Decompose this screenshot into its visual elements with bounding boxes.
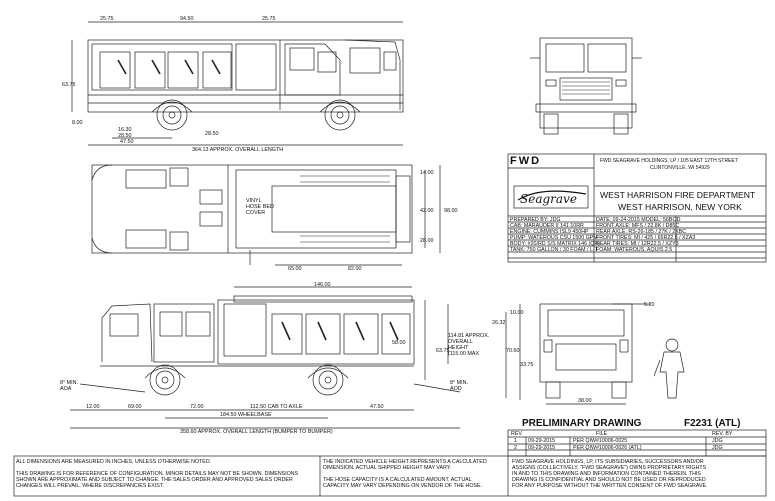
dim-label: 8.00 bbox=[72, 120, 83, 126]
spec-rear-tires: REAR TIRES: MI / 12R22.5 / XZY3 bbox=[596, 240, 679, 247]
dim-label: 58.00 bbox=[392, 340, 406, 346]
angle-of-approach-label: 8° MIN. AOA bbox=[60, 380, 79, 392]
spec-engine: ENGINE: CUMMINS ISL9 450HP bbox=[510, 228, 589, 235]
dim-label: 364.13 APPROX. OVERALL LENGTH bbox=[192, 147, 284, 153]
note-line: DRAWING IS CONFIDENTIAL AND SHOULD NOT B… bbox=[512, 477, 706, 483]
dim-label: 70.60 bbox=[506, 348, 520, 354]
note-line: CAPACITY MAY VARY DEPENDING ON VENDOR OF… bbox=[323, 483, 483, 489]
rev-1-by: JDG bbox=[712, 438, 723, 444]
dim-label: 94.50 bbox=[180, 16, 194, 22]
dim-label: 112.50 CAB TO AXLE bbox=[250, 404, 303, 410]
dim-label: 25.75 bbox=[262, 16, 276, 22]
dim-label: 12.00 bbox=[86, 404, 100, 410]
dim-label: 63.75 bbox=[62, 82, 76, 88]
dim-label: 82.00 bbox=[348, 266, 362, 272]
dim-label: 16.30 bbox=[118, 127, 132, 133]
dim-label: 47.50 bbox=[120, 139, 134, 145]
rev-header-by: REV. BY bbox=[712, 431, 733, 437]
side-view-bottom bbox=[70, 286, 461, 429]
rev-2-num: 2 bbox=[514, 444, 517, 451]
dim-label: 26.32 bbox=[492, 320, 506, 326]
note-line: IN AND TO THIS DRAWING AND INFORMATION C… bbox=[512, 471, 701, 477]
drawing-number: F2231 (ATL) bbox=[684, 418, 741, 429]
rev-1-num: 1 bbox=[514, 438, 517, 444]
note-line: ASSIGNS (COLLECTIVELY, "FWD SEAGRAVE") O… bbox=[512, 465, 707, 471]
note-line: FWD SEAGRAVE HOLDINGS, LP, ITS SUBSIDIAR… bbox=[512, 459, 704, 465]
dim-label: 28.50 bbox=[118, 133, 132, 139]
spec-rear-axle: REAR AXLE: RS-26-185 / 27K / 2KBC bbox=[596, 228, 687, 235]
note-line: THIS DRAWING IS FOR REFERENCE OF CONFIGU… bbox=[16, 471, 299, 477]
spec-tank: TANK: 750 GALLON / 30 FOAM / L-T bbox=[510, 246, 598, 253]
note-line: SHOWN ARE APPROXIMATE AND SUBJECT TO CHA… bbox=[16, 477, 293, 483]
dim-label: 42.00 bbox=[420, 208, 434, 214]
dim-label: 33.75 bbox=[520, 362, 534, 368]
fwd-logo-text: FWD bbox=[510, 155, 542, 167]
rear-view bbox=[505, 303, 650, 405]
dim-label: 63.75 bbox=[436, 348, 450, 354]
spec-pump: PUMP: WATEROUS CSU 1500 GPM bbox=[510, 234, 598, 241]
spec-cab: CAB: MARAUDER II 141 10RR bbox=[510, 222, 584, 229]
dim-label: 47.50 bbox=[370, 404, 384, 410]
drawing-status: PRELIMINARY DRAWING bbox=[522, 418, 642, 429]
spec-foam: FOAM: WATEROUS, AQUIS 2.5 bbox=[596, 246, 673, 253]
dim-label: 65.00 bbox=[288, 266, 302, 272]
company-address-2: CLINTONVILLE, WI 54929 bbox=[650, 165, 710, 171]
note-line: THE HOSE CAPACITY IS A CALCULATED AMOUNT… bbox=[323, 477, 472, 483]
rev-2-by: JDG bbox=[712, 444, 723, 451]
overall-height-label: 114.81 APPROX. OVERALL HEIGHT (115.00 MA… bbox=[448, 333, 490, 357]
company-address-1: FWD SEAGRAVE HOLDINGS, LP / 105 EAST 12T… bbox=[600, 158, 738, 164]
dim-label: 98.00 bbox=[444, 208, 458, 214]
plan-view bbox=[91, 164, 441, 266]
dim-label: 28.50 bbox=[205, 131, 219, 137]
seagrave-logo: Seagrave bbox=[513, 185, 589, 209]
dim-label: 146.00 bbox=[314, 282, 331, 288]
spec-date-model: DATE: 09-24-2015 MODEL: 56BOD bbox=[596, 216, 681, 223]
rev-1-date: 09-29-2015 bbox=[528, 438, 556, 444]
firefighter-figure bbox=[653, 338, 685, 399]
spec-body: BODY: #20/RD S/S MATRIX 146 (QR) bbox=[510, 240, 600, 247]
dim-label: 358.60 APPROX. OVERALL LENGTH (BUMPER TO… bbox=[180, 429, 333, 435]
dim-label: 69.00 bbox=[128, 404, 142, 410]
note-line: FOR ANY PURPOSE WITHOUT THE WRITTEN CONS… bbox=[512, 483, 708, 489]
angle-of-departure-label: 8° MIN. AOD bbox=[450, 380, 469, 392]
rev-2-date: 09-29-2015 bbox=[528, 444, 556, 451]
hose-bed-cover-label: VINYL HOSE BED COVER bbox=[246, 198, 274, 216]
side-view-top bbox=[71, 21, 404, 146]
rev-header-file: FILE bbox=[596, 431, 608, 437]
customer-city: WEST HARRISON, NEW YORK bbox=[618, 202, 742, 212]
customer-name: WEST HARRISON FIRE DEPARTMENT bbox=[600, 190, 756, 200]
note-line: ALL DIMENSIONS ARE MEASURED IN INCHES, U… bbox=[16, 459, 212, 465]
front-view bbox=[530, 37, 642, 135]
spec-prepared-by: PREPARED BY: JDG bbox=[510, 216, 561, 223]
rev-1-desc: PER QIW#10006-0025 bbox=[573, 438, 628, 444]
dim-label: 10.00 bbox=[510, 310, 524, 316]
dim-label: 25.75 bbox=[100, 16, 114, 22]
note-line: DIMENSION. ACTUAL SHIPPED HEIGHT MAY VAR… bbox=[323, 465, 452, 471]
rev-header-rev: REV. bbox=[511, 431, 523, 437]
dim-label: 5.20 bbox=[644, 302, 655, 308]
dim-label: 14.00 bbox=[420, 170, 434, 176]
spec-front-axle: FRONT AXLE: MFS / 22.8K / D85C bbox=[596, 222, 680, 229]
note-line: THE INDICATED VEHICLE HEIGHT REPRESENTS … bbox=[323, 459, 487, 465]
spec-front-tires: FRONT TIRES: MI / 425 / 65R22.5 / XZA3 bbox=[596, 234, 696, 241]
svg-text:Seagrave: Seagrave bbox=[520, 192, 577, 206]
dim-label: 184.50 WHEELBASE bbox=[220, 412, 272, 418]
note-line: CHANGES WILL PREVAIL, WHERE DISCREPANCIE… bbox=[16, 483, 164, 489]
title-block-lines bbox=[13, 153, 767, 497]
dim-label: 38.00 bbox=[578, 398, 592, 404]
dim-label: 72.00 bbox=[190, 404, 204, 410]
dim-label: 28.00 bbox=[420, 238, 434, 244]
rev-2-desc: PER QIW#10006-0026 (ATL) bbox=[573, 444, 642, 451]
